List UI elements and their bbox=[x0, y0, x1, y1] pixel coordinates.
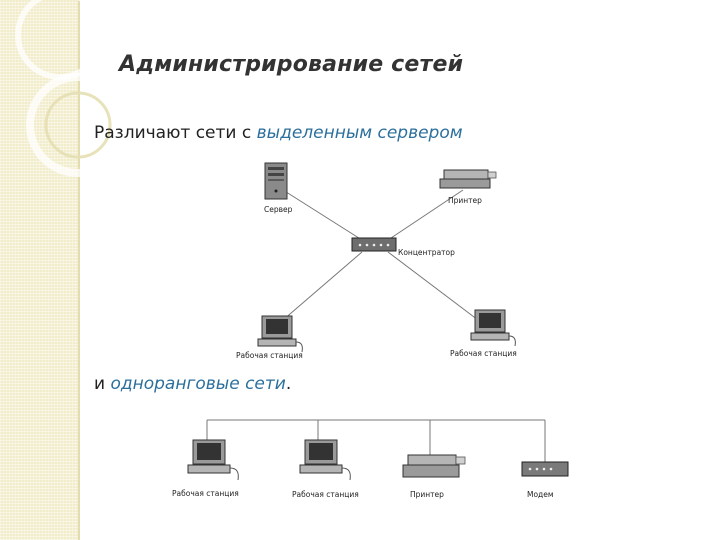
hub-icon bbox=[351, 237, 397, 252]
label-ws1: Рабочая станция bbox=[172, 489, 239, 498]
intro-line-peer-to-peer: и одноранговые сети. bbox=[94, 374, 291, 394]
intro-text: Различают сети с bbox=[94, 123, 257, 143]
peer-to-peer-diagram: Рабочая станция Рабочая станция Принтер … bbox=[172, 419, 569, 499]
dedicated-server-term: выделенным сервером bbox=[256, 123, 463, 143]
label-hub: Концентратор bbox=[398, 248, 455, 257]
server-icon bbox=[264, 162, 288, 200]
label-printer-2: Принтер bbox=[410, 490, 444, 499]
modem-icon bbox=[521, 461, 569, 477]
side-stripe-edge bbox=[78, 0, 80, 540]
label-ws2: Рабочая станция bbox=[292, 490, 359, 499]
label-modem: Модем bbox=[527, 490, 554, 499]
link-ws-right-hub bbox=[387, 251, 479, 321]
workstation-2-icon bbox=[299, 439, 351, 481]
link-server-hub bbox=[282, 189, 363, 241]
link-printer-hub bbox=[387, 189, 464, 241]
peer-to-peer-term: одноранговые сети bbox=[110, 374, 286, 394]
label-ws-right: Рабочая станция bbox=[450, 349, 517, 358]
workstation-right-icon bbox=[470, 309, 516, 347]
label-ws-left: Рабочая станция bbox=[236, 351, 303, 360]
intro-line-dedicated-server: Различают сети с выделенным сервером bbox=[94, 123, 463, 143]
label-printer-1: Принтер bbox=[448, 196, 482, 205]
bus-lines bbox=[206, 419, 546, 462]
link-ws-left-hub bbox=[282, 251, 363, 321]
decorative-circles bbox=[15, 0, 130, 177]
label-server: Сервер bbox=[264, 205, 293, 214]
decorative-side-stripe bbox=[0, 0, 78, 540]
printer-icon bbox=[439, 169, 497, 189]
workstation-left-icon bbox=[257, 315, 303, 353]
slide-title: Администрирование сетей bbox=[119, 52, 464, 77]
period-text: . bbox=[285, 374, 292, 394]
workstation-1-icon bbox=[187, 439, 239, 481]
peer-intro-text: и bbox=[94, 374, 111, 394]
printer-2-icon bbox=[402, 454, 466, 478]
client-server-diagram: Сервер Принтер Концентратор Рабочая стан… bbox=[236, 162, 517, 360]
network-links bbox=[282, 189, 479, 321]
